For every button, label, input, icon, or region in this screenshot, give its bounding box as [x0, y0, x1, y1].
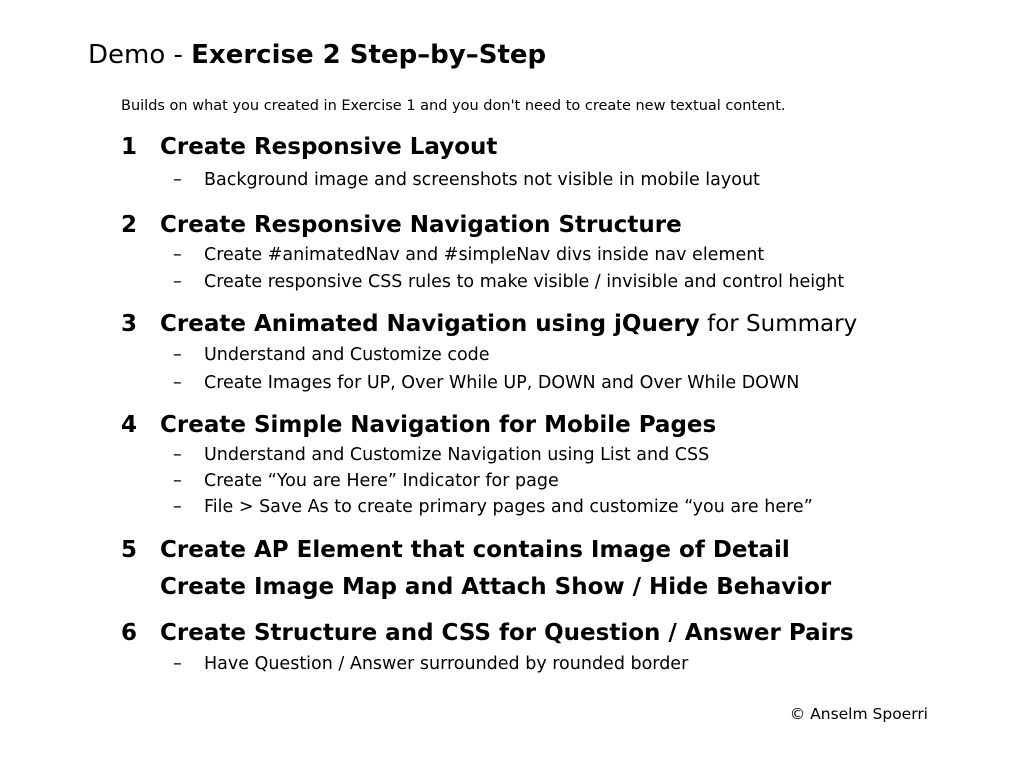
- step-5-heading: 5 Create AP Element that contains Image o…: [121, 537, 790, 563]
- title-bold: Exercise 2 Step–by–Step: [191, 40, 547, 70]
- step-1-title: Create Responsive Layout: [160, 134, 498, 160]
- bullet-dash: –: [173, 245, 182, 265]
- bullet-text: Create responsive CSS rules to make visi…: [204, 272, 845, 292]
- step-6-title: Create Structure and CSS for Question / …: [160, 620, 854, 646]
- bullet-text: Background image and screenshots not vis…: [204, 170, 760, 190]
- bullet-dash: –: [173, 373, 182, 393]
- step-4-title: Create Simple Navigation for Mobile Page…: [160, 412, 717, 438]
- step-1-heading: 1 Create Responsive Layout: [121, 134, 497, 160]
- intro-text: Builds on what you created in Exercise 1…: [121, 98, 786, 114]
- step-3-bullet-1: – Understand and Customize code: [173, 345, 490, 365]
- step-2-heading: 2 Create Responsive Navigation Structure: [121, 212, 682, 238]
- bullet-text: Create #animatedNav and #simpleNav divs …: [204, 245, 765, 265]
- step-2-bullet-2: – Create responsive CSS rules to make vis…: [173, 272, 844, 292]
- title-prefix: Demo -: [88, 40, 192, 70]
- bullet-text: Create “You are Here” Indicator for page: [204, 471, 559, 491]
- step-4-bullet-1: – Understand and Customize Navigation usi…: [173, 445, 709, 465]
- step-4-heading: 4 Create Simple Navigation for Mobile Pag…: [121, 412, 716, 438]
- step-5-title: Create AP Element that contains Image of…: [160, 537, 790, 563]
- bullet-dash: –: [173, 272, 182, 292]
- bullet-dash: –: [173, 170, 182, 190]
- step-3-title: Create Animated Navigation using jQuery: [160, 311, 700, 337]
- step-4-bullet-3: – File > Save As to create primary pages …: [173, 497, 813, 517]
- step-5-title-2: Create Image Map and Attach Show / Hide …: [160, 574, 832, 600]
- step-4-number: 4: [121, 412, 138, 438]
- bullet-dash: –: [173, 654, 182, 674]
- bullet-text: Have Question / Answer surrounded by rou…: [204, 654, 689, 674]
- step-2-bullet-1: – Create #animatedNav and #simpleNav divs…: [173, 245, 764, 265]
- step-2-number: 2: [121, 212, 138, 238]
- copyright-notice: © Anselm Spoerri: [789, 705, 928, 723]
- step-3-bullet-2: – Create Images for UP, Over While UP, DO…: [173, 373, 799, 393]
- bullet-dash: –: [173, 345, 182, 365]
- bullet-dash: –: [173, 445, 182, 465]
- bullet-text: Understand and Customize code: [204, 345, 490, 365]
- step-2-title: Create Responsive Navigation Structure: [160, 212, 682, 238]
- step-4-bullet-2: – Create “You are Here” Indicator for pag…: [173, 471, 559, 491]
- bullet-text: Understand and Customize Navigation usin…: [204, 445, 710, 465]
- step-1-number: 1: [121, 134, 138, 160]
- bullet-dash: –: [173, 497, 182, 517]
- step-5-number: 5: [121, 537, 138, 563]
- step-6-number: 6: [121, 620, 138, 646]
- step-3-heading: 3 Create Animated Navigation using jQuery…: [121, 311, 857, 337]
- step-3-number: 3: [121, 311, 138, 337]
- slide-title: Demo - Exercise 2 Step–by–Step: [88, 40, 546, 70]
- bullet-text: Create Images for UP, Over While UP, DOW…: [204, 373, 800, 393]
- step-3-suffix: for Summary: [699, 311, 858, 337]
- step-1-bullet-1: – Background image and screenshots not vi…: [173, 170, 760, 190]
- step-6-heading: 6 Create Structure and CSS for Question /…: [121, 620, 854, 646]
- bullet-text: File > Save As to create primary pages a…: [204, 497, 813, 517]
- step-6-bullet-1: – Have Question / Answer surrounded by ro…: [173, 654, 688, 674]
- bullet-dash: –: [173, 471, 182, 491]
